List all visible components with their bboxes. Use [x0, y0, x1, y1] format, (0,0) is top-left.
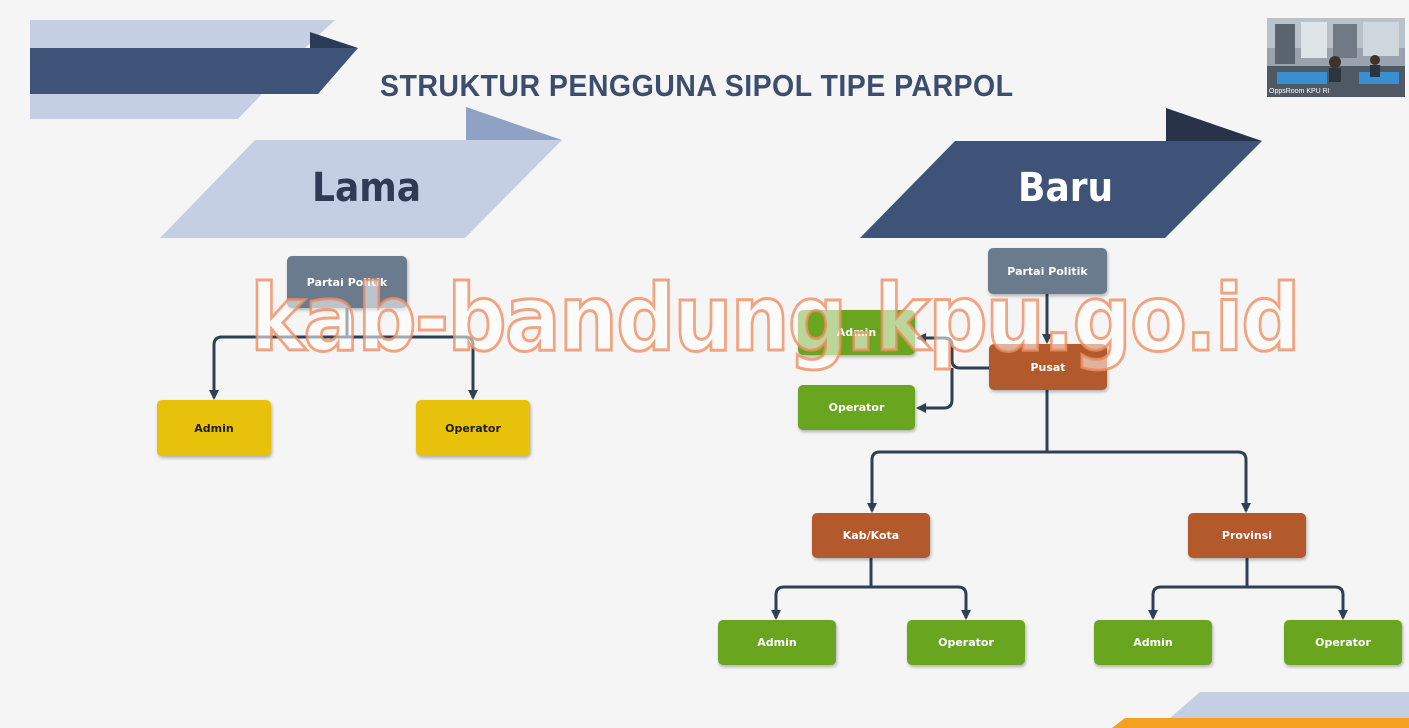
- connector-provinsi-operator: [1247, 585, 1348, 620]
- lama-banner-label: Lama: [312, 165, 422, 211]
- slide-title: STRUKTUR PENGGUNA SIPOL TIPE PARPOL: [380, 68, 1014, 103]
- connector-provinsi-admin: [1148, 558, 1249, 620]
- connector-kabkota-operator: [871, 585, 971, 620]
- lama-banner: [160, 140, 562, 238]
- connector-pusat-kabkota: [867, 450, 1047, 513]
- deco-ribbon-dark: [30, 48, 358, 94]
- baru-node-provinsi-operator: Operator: [1284, 620, 1402, 665]
- connector-lines: [209, 294, 1348, 620]
- baru-banner-label: Baru: [1018, 165, 1114, 211]
- lama-node-admin: Admin: [157, 400, 271, 456]
- baru-node-provinsi: Provinsi: [1188, 513, 1306, 558]
- deco-bottom-ribbon: [1170, 692, 1409, 718]
- connector-pusat-admin: [916, 333, 989, 370]
- baru-node-pusat: Pusat: [989, 344, 1107, 390]
- lama-node-partai-politik: Partai Politik: [287, 256, 407, 308]
- baru-banner-fold: [1166, 108, 1262, 141]
- baru-node-provinsi-admin: Admin: [1094, 620, 1212, 665]
- baru-banner: [860, 141, 1262, 238]
- lama-node-operator: Operator: [416, 400, 530, 456]
- deco-ribbon-fold: [310, 32, 358, 48]
- connector-lama-operator: [347, 335, 478, 400]
- deco-ribbon-bottom: [30, 94, 262, 119]
- connector-pusat-provinsi: [1047, 450, 1251, 513]
- video-thumbnail[interactable]: OppsRoom KPU RI: [1267, 18, 1405, 97]
- video-thumbnail-label: OppsRoom KPU RI: [1269, 88, 1330, 95]
- baru-node-pusat-admin: Admin: [798, 310, 915, 355]
- deco-bottom-accent: [1112, 718, 1409, 728]
- baru-node-kabkota-operator: Operator: [907, 620, 1025, 665]
- baru-node-pusat-operator: Operator: [798, 385, 915, 430]
- connector-kabkota-admin: [771, 558, 873, 620]
- connector-pusat-operator: [916, 368, 954, 413]
- connector-lama-admin: [209, 308, 349, 400]
- video-scene-image: [1267, 18, 1405, 97]
- deco-ribbon-top: [30, 20, 335, 48]
- baru-node-kab-kota: Kab/Kota: [812, 513, 930, 558]
- baru-node-partai-politik: Partai Politik: [988, 248, 1107, 294]
- lama-banner-fold: [466, 107, 562, 140]
- baru-node-kabkota-admin: Admin: [718, 620, 836, 665]
